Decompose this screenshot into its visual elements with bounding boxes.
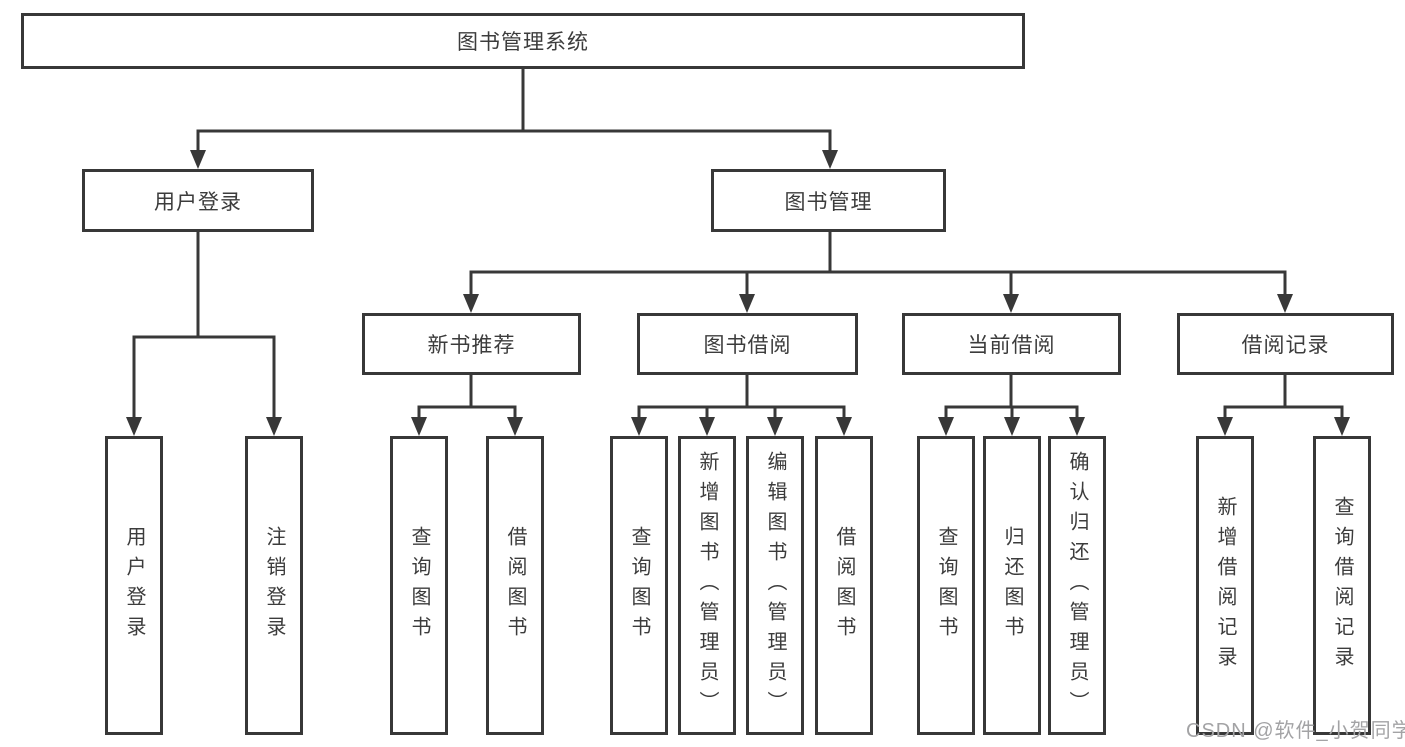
leaf-query-book-current: 查询图书 [917, 436, 975, 735]
leaf-query-borrow-record: 查询借阅记录 [1313, 436, 1371, 735]
leaf-query-book-newbooks: 查询图书 [390, 436, 448, 735]
leaf-query-book-borrow: 查询图书 [610, 436, 668, 735]
node-root-system: 图书管理系统 [21, 13, 1025, 69]
leaf-edit-book-admin: 编辑图书（管理员） [746, 436, 804, 735]
leaf-return-book: 归还图书 [983, 436, 1041, 735]
leaf-add-book-admin: 新增图书（管理员） [678, 436, 736, 735]
leaf-borrow-book: 借阅图书 [815, 436, 873, 735]
node-current-borrow: 当前借阅 [902, 313, 1121, 375]
leaf-add-borrow-record: 新增借阅记录 [1196, 436, 1254, 735]
node-new-book-recommend: 新书推荐 [362, 313, 581, 375]
leaf-borrow-book-newbooks: 借阅图书 [486, 436, 544, 735]
node-book-borrow: 图书借阅 [637, 313, 858, 375]
leaf-confirm-return-admin: 确认归还（管理员） [1048, 436, 1106, 735]
leaf-user-login: 用户登录 [105, 436, 163, 735]
node-borrow-records: 借阅记录 [1177, 313, 1394, 375]
node-book-management: 图书管理 [711, 169, 946, 232]
leaf-logout: 注销登录 [245, 436, 303, 735]
node-user-login: 用户登录 [82, 169, 314, 232]
watermark: CSDN @软件_小贺同学 [1186, 720, 1405, 742]
